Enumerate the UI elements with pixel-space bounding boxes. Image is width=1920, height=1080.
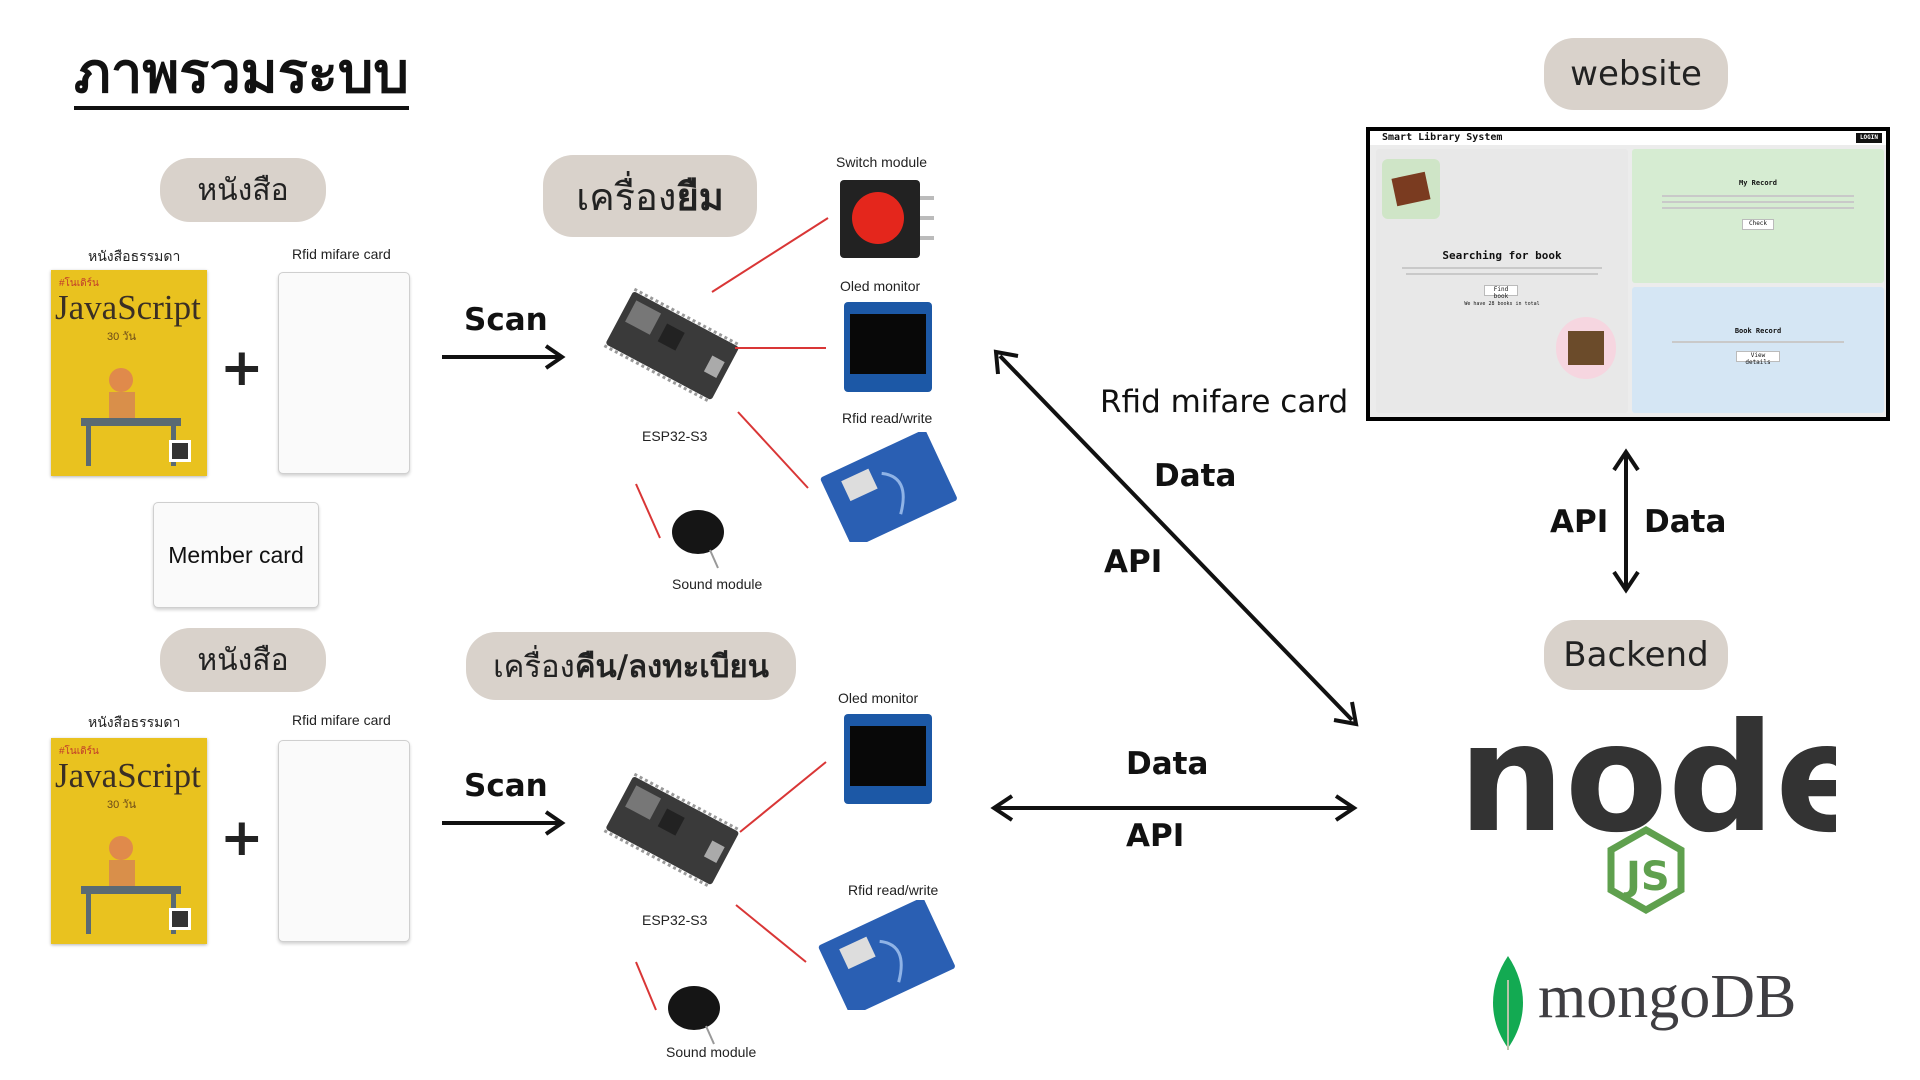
check-button: Check — [1742, 219, 1774, 230]
book-title: JavaScript — [55, 288, 201, 327]
rfid-card-caption-bottom: Rfid mifare card — [292, 712, 391, 728]
oled-monitor-bottom — [844, 714, 932, 804]
backend-pill: Backend — [1544, 620, 1728, 690]
rfid-card-top — [278, 272, 410, 474]
oled-label-top: Oled monitor — [840, 278, 921, 294]
book-cover-bottom: #โนเดิร์น JavaScript 30 วัน — [51, 738, 207, 944]
api-label-vertical: API — [1550, 504, 1609, 540]
nodejs-js: JS — [1623, 854, 1670, 900]
buzzer-top — [672, 510, 724, 569]
page-title: ภาพรวมระบบ — [74, 42, 409, 110]
view-details-button: View details — [1736, 351, 1780, 366]
search-panel: Searching for book Find book We have 28 … — [1376, 149, 1628, 413]
rfid-reader-bottom — [818, 900, 955, 1010]
book-pill-bottom: หนังสือ — [160, 628, 326, 692]
book-cover-top: #โนเดิร์น JavaScript 30 วัน — [51, 270, 207, 476]
website-screenshot: Smart Library System LOGIN Searching for… — [1366, 127, 1890, 421]
api-label-diagonal: API — [1104, 544, 1163, 580]
book-record-panel: Book Record View details — [1632, 287, 1884, 413]
book-title: JavaScript — [55, 756, 201, 795]
esp32-label-top: ESP32-S3 — [642, 428, 708, 444]
buzzer-bottom — [668, 986, 720, 1045]
rfid-card-bottom — [278, 740, 410, 942]
oled-monitor-top — [844, 302, 932, 392]
book-caption-top: หนังสือธรรมดา — [88, 248, 181, 264]
scan-arrow-top — [442, 344, 566, 370]
borrow-machine-label-bold: ยืม — [676, 174, 724, 219]
bookshelf-icon — [1556, 317, 1616, 379]
search-note: We have 28 books in total — [1464, 301, 1540, 307]
oled-label-bottom: Oled monitor — [838, 690, 919, 706]
book-illustration — [81, 836, 191, 934]
borrow-machine-label: เครื่อง — [576, 174, 677, 219]
book-pill-top: หนังสือ — [160, 158, 326, 222]
book-caption-bottom: หนังสือธรรมดา — [88, 714, 181, 730]
return-machine-label-bold: คืน/ลงทะเบียน — [574, 649, 769, 685]
book-icon — [1382, 159, 1440, 219]
plus-icon: + — [220, 808, 264, 868]
book-subtitle: #โนเดิร์น — [59, 278, 99, 289]
book-days: 30 วัน — [107, 799, 136, 811]
scan-label-top: Scan — [464, 302, 548, 338]
my-record-panel: My Record Check — [1632, 149, 1884, 283]
esp32-board-top — [603, 287, 742, 404]
esp32-board-bottom — [603, 772, 742, 889]
member-card: Member card — [153, 502, 319, 608]
sound-module-label-bottom: Sound module — [666, 1044, 757, 1060]
web-login-button: LOGIN — [1855, 133, 1882, 143]
mongodb-logo — [1493, 956, 1523, 1050]
data-label-vertical: Data — [1644, 504, 1727, 540]
return-machine-pill: เครื่องคืน/ลงทะเบียน — [466, 632, 796, 700]
plus-icon: + — [220, 338, 264, 398]
api-label-horizontal: API — [1126, 818, 1185, 854]
rfid-rw-label-bottom: Rfid read/write — [848, 882, 939, 898]
data-label-horizontal: Data — [1126, 746, 1209, 782]
book-illustration — [81, 368, 191, 466]
find-book-button: Find book — [1484, 285, 1518, 300]
member-card-label: Member card — [168, 541, 304, 568]
esp32-label-bottom: ESP32-S3 — [642, 912, 708, 928]
rfid-card-caption-top: Rfid mifare card — [292, 246, 391, 262]
switch-module-label: Switch module — [836, 154, 928, 170]
scan-label-bottom: Scan — [464, 768, 548, 804]
website-pill: website — [1544, 38, 1728, 110]
data-label-diagonal: Data — [1154, 458, 1237, 494]
nodejs-word: node — [1458, 700, 1836, 866]
mongodb-word: mongoDB — [1538, 963, 1797, 1031]
borrow-machine-pill: เครื่องยืม — [543, 155, 757, 237]
nodejs-logo: node JS — [1458, 700, 1836, 915]
web-bar-title: Smart Library System — [1382, 132, 1503, 143]
web-title-bar: Smart Library System LOGIN — [1370, 131, 1886, 145]
rfid-mifare-card-label: Rfid mifare card — [1100, 384, 1349, 420]
switch-module — [840, 180, 934, 258]
book-subtitle: #โนเดิร์น — [59, 746, 99, 757]
my-record-title: My Record — [1739, 179, 1777, 187]
rfid-reader-top — [820, 432, 957, 542]
return-machine-label: เครื่อง — [493, 649, 575, 685]
search-title: Searching for book — [1442, 249, 1562, 262]
sound-module-label-top: Sound module — [672, 576, 763, 592]
scan-arrow-bottom — [442, 810, 566, 836]
book-days: 30 วัน — [107, 331, 136, 343]
rfid-rw-label-top: Rfid read/write — [842, 410, 933, 426]
book-record-title: Book Record — [1734, 327, 1782, 335]
